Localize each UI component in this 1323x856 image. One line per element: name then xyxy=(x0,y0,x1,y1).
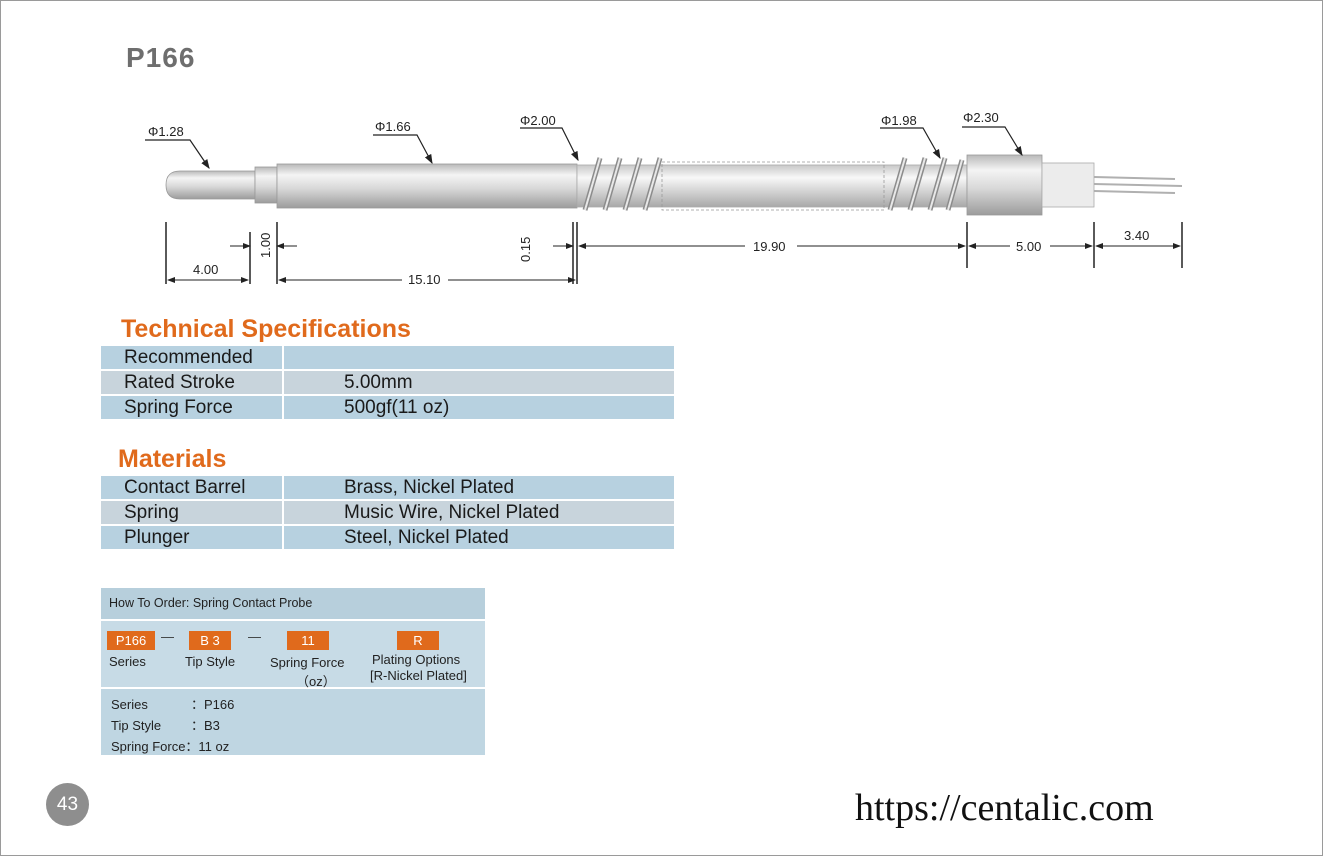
barrel-body xyxy=(276,163,578,209)
receptacle-stem xyxy=(1041,162,1095,208)
page-title: P166 xyxy=(126,42,196,73)
technical-heading: Technical Specifications xyxy=(121,315,411,343)
plating-sub-label: [R-Nickel Plated] xyxy=(370,668,467,683)
page-number-badge: 43 xyxy=(46,783,89,826)
tip-code-box: B 3 xyxy=(189,631,231,650)
dimension-lines xyxy=(167,243,1181,283)
dim-gap: 0.15 xyxy=(518,237,533,262)
series-label: Series xyxy=(109,654,146,669)
how-to-order-panel: How To Order: Spring Contact Probe P166 … xyxy=(101,588,485,755)
series-code-box: P166 xyxy=(107,631,155,650)
dim-spring-length: 19.90 xyxy=(753,239,786,254)
tip-style-label: Tip Style xyxy=(185,654,236,669)
dim-shoulder: 1.00 xyxy=(258,233,273,258)
plunger-shoulder xyxy=(254,166,278,204)
order-header: How To Order: Spring Contact Probe xyxy=(101,588,485,621)
spring-force-label: Spring Force xyxy=(270,655,345,670)
code-separator: — xyxy=(161,629,174,644)
code-separator: — xyxy=(248,629,261,644)
extension-lines xyxy=(165,222,1183,284)
plating-label: Plating Options xyxy=(372,652,461,667)
svg-text:Φ1.98: Φ1.98 xyxy=(881,113,917,128)
dim-tip-length: 4.00 xyxy=(193,262,218,277)
receptacle-collar xyxy=(966,154,1043,216)
table-row: Recommended xyxy=(101,344,674,370)
website-url[interactable]: https://centalic.com xyxy=(855,787,1154,829)
order-code-builder: P166 — B 3 — 11 R Series Tip Style Sprin… xyxy=(101,621,485,689)
detail-series: Series：P166 xyxy=(111,697,235,712)
detail-spring-force: Spring Force：11 oz xyxy=(111,739,230,754)
plating-code-box: R xyxy=(397,631,439,650)
dim-tail-length: 3.40 xyxy=(1124,228,1149,243)
spring-force-unit: （oz） xyxy=(296,674,336,689)
svg-text:Φ1.66: Φ1.66 xyxy=(375,119,411,134)
detail-tip-style: Tip Style：B3 xyxy=(111,718,220,733)
svg-text:Φ2.00: Φ2.00 xyxy=(520,113,556,128)
dim-collar-length: 5.00 xyxy=(1016,239,1041,254)
svg-text:Φ1.28: Φ1.28 xyxy=(148,124,184,139)
probe-drawing: Φ1.28 Φ1.66 Φ2.00 Φ1.98 Φ2.30 4.00 1.00 … xyxy=(145,110,1183,287)
svg-text:Φ2.30: Φ2.30 xyxy=(963,110,999,125)
dim-barrel-length: 15.10 xyxy=(408,272,441,287)
diameter-callouts xyxy=(145,126,1023,169)
force-code-box: 11 xyxy=(287,631,329,650)
plunger-tip xyxy=(165,170,256,200)
materials-heading: Materials xyxy=(118,445,227,473)
tail-tip xyxy=(1093,176,1183,194)
